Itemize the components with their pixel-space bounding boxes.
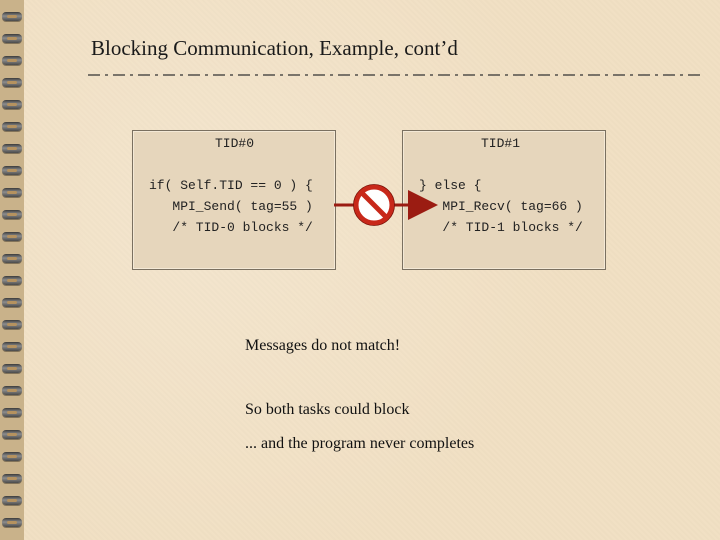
both-block-note: So both tasks could block: [245, 401, 409, 419]
never-completes-note: ... and the program never completes: [245, 435, 474, 453]
mismatch-note: Messages do not match!: [245, 337, 400, 355]
no-entry-icon: [354, 185, 395, 226]
